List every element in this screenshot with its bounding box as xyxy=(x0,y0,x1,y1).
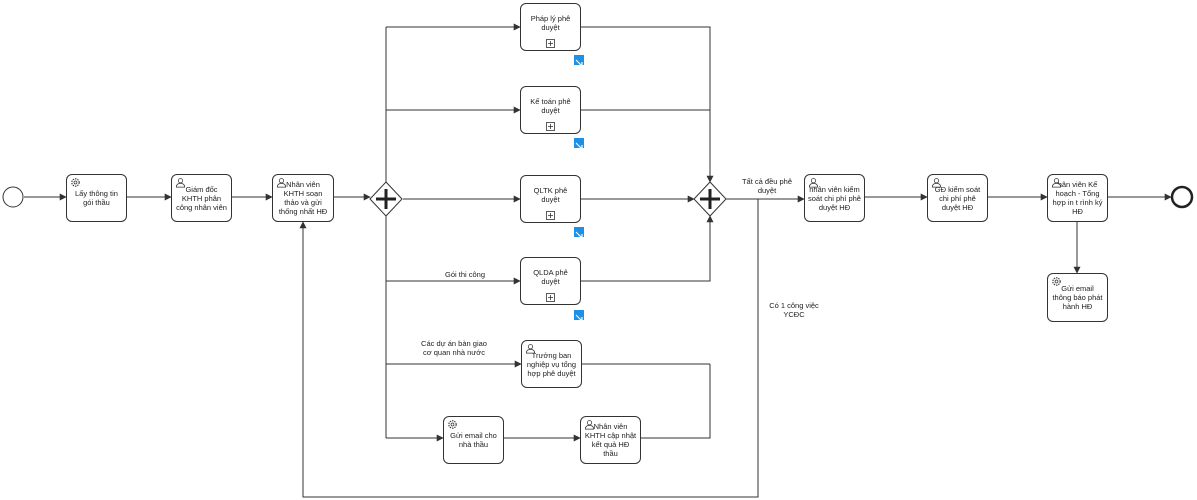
end-event xyxy=(1170,185,1194,209)
task-label: Nhân viên KHTH soạn thảo và gửi thống nh… xyxy=(278,180,328,216)
task-gui-email-thong-bao[interactable]: Gửi email thông báo phát hành HĐ xyxy=(1047,273,1108,322)
task-label: Lấy thông tin gói thầu xyxy=(75,189,118,207)
link-icon-qlda[interactable] xyxy=(574,310,584,322)
task-label: Nhân viên KHTH cập nhật kết quả HĐ thầu xyxy=(584,422,637,458)
gear-icon xyxy=(1052,277,1061,286)
user-icon xyxy=(585,420,594,430)
task-giam-doc-phan-cong[interactable]: Giám đốc KHTH phân công nhân viên xyxy=(171,174,232,222)
link-icon-phap-ly[interactable] xyxy=(574,55,584,67)
flow-capnhat-to-join xyxy=(641,364,711,439)
task-label: Gửi email cho nhà thầu xyxy=(450,431,497,449)
start-event xyxy=(2,186,24,208)
parallel-gateway-join xyxy=(693,181,727,217)
task-lay-thong-tin[interactable]: Lấy thông tin gói thầu xyxy=(66,174,127,222)
gear-icon xyxy=(71,178,80,187)
task-label: Trưởng ban nghiệp vụ tổng hợp phê duyệt xyxy=(526,350,577,378)
task-nv-khth-soan-thao[interactable]: Nhân viên KHTH soạn thảo và gửi thống nh… xyxy=(272,174,334,222)
task-truong-ban[interactable]: Trưởng ban nghiệp vụ tổng hợp phê duyệt xyxy=(521,340,582,388)
edge-label-cac-du-an: Các dự án bàn giao cơ quan nhà nước xyxy=(421,339,487,357)
link-icon-qltk[interactable] xyxy=(574,227,584,239)
user-icon xyxy=(809,178,818,188)
task-label: hân viên Kế hoạch - Tổng hợp in t rình k… xyxy=(1052,180,1103,216)
subprocess-ke-toan[interactable]: Kế toán phê duyệt xyxy=(520,86,581,134)
edge-label-co-1-cong-viec: Có 1 công việc YCĐC xyxy=(769,301,819,319)
task-nv-khth-cap-nhat[interactable]: Nhân viên KHTH cập nhật kết quả HĐ thầu xyxy=(580,416,641,464)
parallel-gateway-split xyxy=(369,181,403,217)
user-icon xyxy=(1052,178,1061,188)
plus-box-icon xyxy=(545,293,555,302)
task-label: nhân viên kiểm soát chi phí phê duyệt HĐ xyxy=(808,184,861,212)
task-label: Kế toán phê duyệt xyxy=(530,97,571,115)
plus-box-icon xyxy=(545,122,555,131)
subprocess-qltk[interactable]: QLTK phê duyệt xyxy=(520,175,581,223)
task-nv-ke-hoach[interactable]: hân viên Kế hoạch - Tổng hợp in t rình k… xyxy=(1047,174,1108,222)
edge-label-goi-thi-cong: Gói thi công xyxy=(444,270,486,279)
gear-icon xyxy=(448,420,457,429)
flow-qlda-to-join xyxy=(581,215,714,282)
link-icon-ke-toan[interactable] xyxy=(574,138,584,150)
task-label: QLTK phê duyệt xyxy=(533,186,568,204)
flow-loop-back xyxy=(299,198,759,498)
flow-phaply-to-join xyxy=(581,26,714,183)
task-label: Giám đốc KHTH phân công nhân viên xyxy=(176,184,227,212)
task-gd-kiem-soat[interactable]: GĐ kiểm soát chi phí phê duyệt HĐ xyxy=(927,174,988,222)
user-icon xyxy=(526,344,535,354)
user-icon xyxy=(176,178,185,188)
user-icon xyxy=(277,178,286,188)
user-icon xyxy=(932,178,941,188)
edge-label-tat-ca-deu: Tất cả đều phê duyệt xyxy=(741,177,793,195)
plus-box-icon xyxy=(545,211,555,220)
task-label: GĐ kiểm soát chi phí phê duyệt HĐ xyxy=(934,184,981,212)
task-nv-kiem-soat[interactable]: nhân viên kiểm soát chi phí phê duyệt HĐ xyxy=(804,174,865,222)
task-label: QLDA phê duyệt xyxy=(533,268,568,286)
task-label: Pháp lý phê duyệt xyxy=(530,14,571,32)
task-gui-email-nha-thau[interactable]: Gửi email cho nhà thầu xyxy=(443,416,504,464)
subprocess-qlda[interactable]: QLDA phê duyệt xyxy=(520,257,581,305)
subprocess-phap-ly[interactable]: Pháp lý phê duyệt xyxy=(520,3,581,51)
task-label: Gửi email thông báo phát hành HĐ xyxy=(1052,284,1103,311)
plus-box-icon xyxy=(545,39,555,48)
